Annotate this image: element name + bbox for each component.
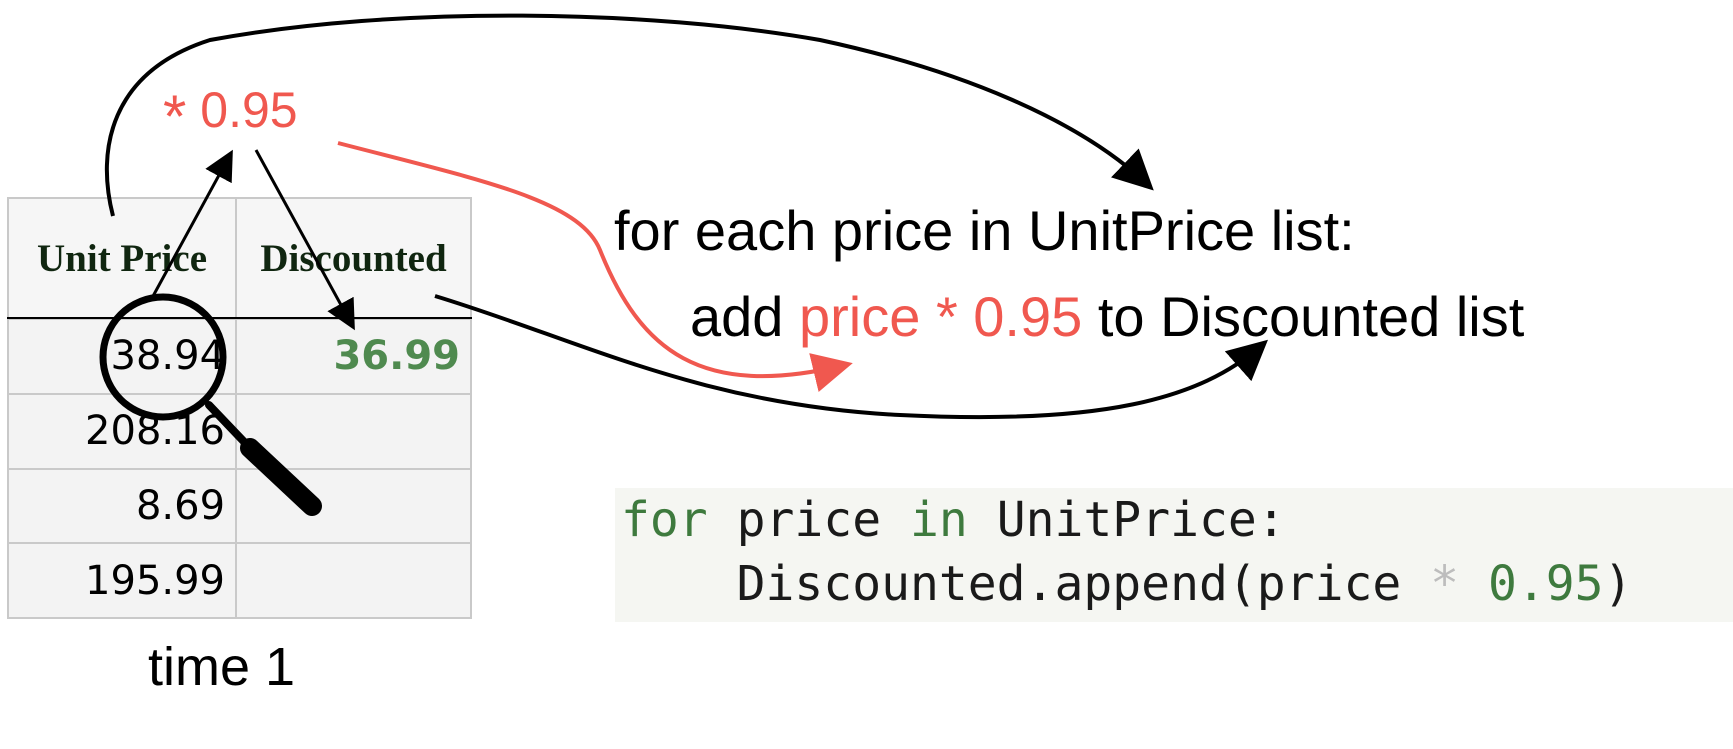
code-line-2: Discounted.append(price * 0.95): [621, 556, 1633, 612]
multiply-star: *: [163, 83, 187, 150]
header-rule: [7, 317, 472, 319]
discounted-cell: [235, 542, 472, 619]
discounted-cell: [235, 392, 472, 470]
discounted-to-list-arrow: [434, 294, 1268, 420]
factor-value: 0.95: [200, 82, 298, 138]
discounted-cell: 36.99: [235, 318, 472, 395]
unit-price-cell: 38.94: [6, 318, 238, 395]
factor-to-discounted-arrow: [254, 149, 355, 331]
magnifier-to-factor-arrow: [150, 149, 233, 299]
code-line-1: for price in UnitPrice:: [621, 492, 1286, 548]
table-row: 195.99: [6, 542, 472, 619]
table-row: 38.94 36.99: [6, 318, 472, 395]
pseudocode-target: to Discounted list: [1082, 285, 1525, 348]
code-append-call: Discounted.append(price: [736, 556, 1431, 612]
magnifier-icon: [99, 293, 322, 516]
discounted-header: Discounted: [235, 196, 472, 321]
code-loop-var: price: [707, 492, 910, 548]
code-block: for price in UnitPrice: Discounted.appen…: [615, 488, 1733, 622]
loop-arrow: [104, 13, 1154, 217]
unit-price-header: Unit Price: [6, 196, 238, 321]
pseudocode-line-2: add price * 0.95 to Discounted list: [690, 284, 1524, 349]
code-operator: *: [1430, 556, 1460, 612]
keyword-for: for: [621, 492, 708, 548]
code-number: 0.95: [1487, 556, 1604, 612]
pseudocode-highlight: price * 0.95: [799, 285, 1083, 348]
table-header-row: Unit Price Discounted: [6, 196, 472, 321]
factor-label: * 0.95: [163, 72, 298, 150]
table-row: 208.16: [6, 392, 472, 470]
price-table: Unit Price Discounted 38.94 36.99 208.16…: [6, 196, 472, 619]
pseudocode-line-1: for each price in UnitPrice list:: [614, 199, 1355, 262]
keyword-in: in: [910, 492, 968, 548]
pseudocode-add: add: [690, 285, 799, 348]
code-close-paren: ): [1603, 556, 1633, 612]
factor-to-expression-arrow: [337, 141, 853, 392]
unit-price-cell: 8.69: [6, 467, 238, 545]
code-iterable: UnitPrice:: [967, 492, 1286, 548]
unit-price-cell: 195.99: [6, 542, 238, 619]
time-label: time 1: [148, 637, 296, 697]
